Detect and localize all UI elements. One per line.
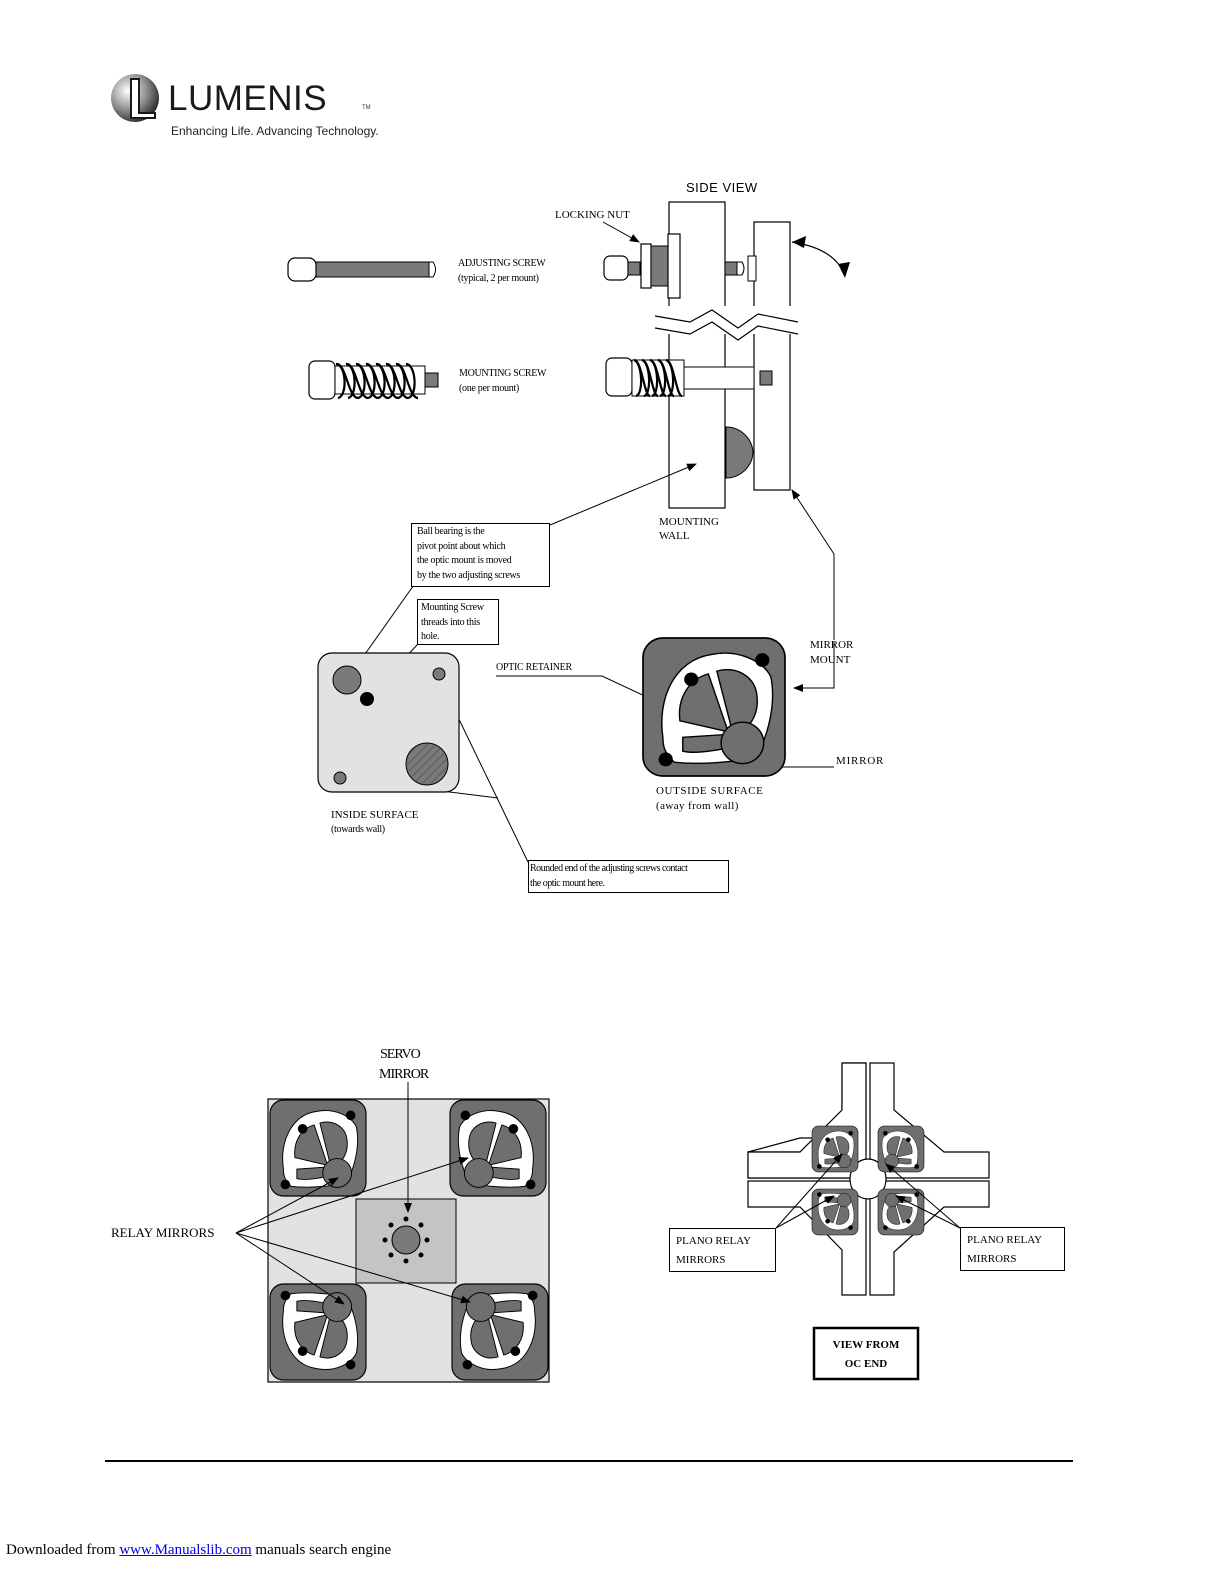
lumenis-logo-mark — [111, 74, 159, 122]
mounting-wall-label-1: MOUNTING — [659, 516, 719, 528]
callout-line: Rounded end of the adjusting screws cont… — [530, 863, 688, 874]
outside-surface-mount — [642, 637, 786, 777]
outside-surface-note: (away from wall) — [656, 800, 739, 812]
footer-rule — [105, 1460, 1073, 1462]
footer-prefix: Downloaded from — [6, 1542, 116, 1558]
plano-relay-right-callout: PLANO RELAY MIRRORS — [960, 1227, 1065, 1271]
locking-nut-label: LOCKING NUT — [555, 209, 630, 221]
callout-line: hole. — [421, 631, 440, 642]
footer: Downloaded from www.Manualslib.com manua… — [6, 1542, 391, 1559]
oc-end-cross — [747, 1062, 990, 1296]
logo-tagline: Enhancing Life. Advancing Technology. — [171, 124, 379, 138]
ball-bearing-callout: Ball bearing is the pivot point about wh… — [411, 523, 550, 587]
plano-relay-left-callout: PLANO RELAY MIRRORS — [669, 1228, 776, 1272]
rounded-end-callout: Rounded end of the adjusting screws cont… — [528, 860, 729, 893]
mounting-screw-drawing — [308, 360, 439, 400]
inside-surface-note: (towards wall) — [331, 824, 385, 835]
footer-suffix: manuals search engine — [255, 1542, 392, 1558]
relay-block — [267, 1098, 550, 1383]
adjusting-screw-note: (typical, 2 per mount) — [458, 273, 539, 284]
callout-line: Ball bearing is the — [417, 526, 485, 537]
view-from-line-2: OC END — [844, 1358, 888, 1370]
callout-line: threads into this — [421, 616, 480, 628]
inside-surface-label: INSIDE SURFACE — [331, 809, 419, 821]
logo-tm: TM — [362, 105, 371, 111]
mounting-screw-hole-callout: Mounting Screw threads into this hole. — [417, 599, 499, 645]
servo-label-1: SERVO — [380, 1047, 421, 1062]
logo-word: LUMENIS — [168, 79, 328, 118]
relay-mirrors-label: RELAY MIRRORS — [111, 1225, 215, 1240]
adjusting-screw-drawing — [287, 257, 436, 282]
callout-line: PLANO RELAY — [967, 1234, 1043, 1246]
side-view-label: SIDE VIEW — [686, 180, 758, 195]
outside-surface-label: OUTSIDE SURFACE — [656, 785, 764, 797]
mirror-mount-label-2: MOUNT — [810, 654, 851, 666]
callout-line: MIRRORS — [967, 1253, 1017, 1265]
mounting-wall-label-2: WALL — [659, 530, 690, 542]
callout-line: Mounting Screw — [421, 602, 484, 613]
callout-line: MIRRORS — [676, 1254, 726, 1266]
adjusting-screw-label: ADJUSTING SCREW — [458, 258, 546, 269]
mounting-screw-note: (one per mount) — [459, 383, 519, 394]
inside-surface-mount — [317, 652, 460, 793]
callout-line: the optic mount is moved — [417, 555, 512, 566]
callout-line: PLANO RELAY — [676, 1235, 752, 1247]
callout-line: by the two adjusting screws — [417, 569, 520, 581]
servo-label-2: MIRROR — [379, 1067, 429, 1082]
view-from-line-1: VIEW FROM — [832, 1339, 900, 1351]
view-from-oc-end-box: VIEW FROM OC END — [814, 1336, 918, 1374]
optic-retainer-label: OPTIC RETAINER — [496, 662, 572, 673]
lumenis-logo: LUMENIS TM Enhancing Life. Advancing Tec… — [110, 72, 380, 142]
side-view-assembly — [603, 201, 850, 509]
mounting-screw-label: MOUNTING SCREW — [459, 368, 547, 379]
callout-line: the optic mount here. — [530, 877, 605, 889]
mirror-label: MIRROR — [836, 755, 885, 767]
mirror-mount-label-1: MIRROR — [810, 639, 854, 651]
manualslib-link[interactable]: www.Manualslib.com — [119, 1542, 252, 1558]
callout-line: pivot point about which — [417, 540, 506, 552]
